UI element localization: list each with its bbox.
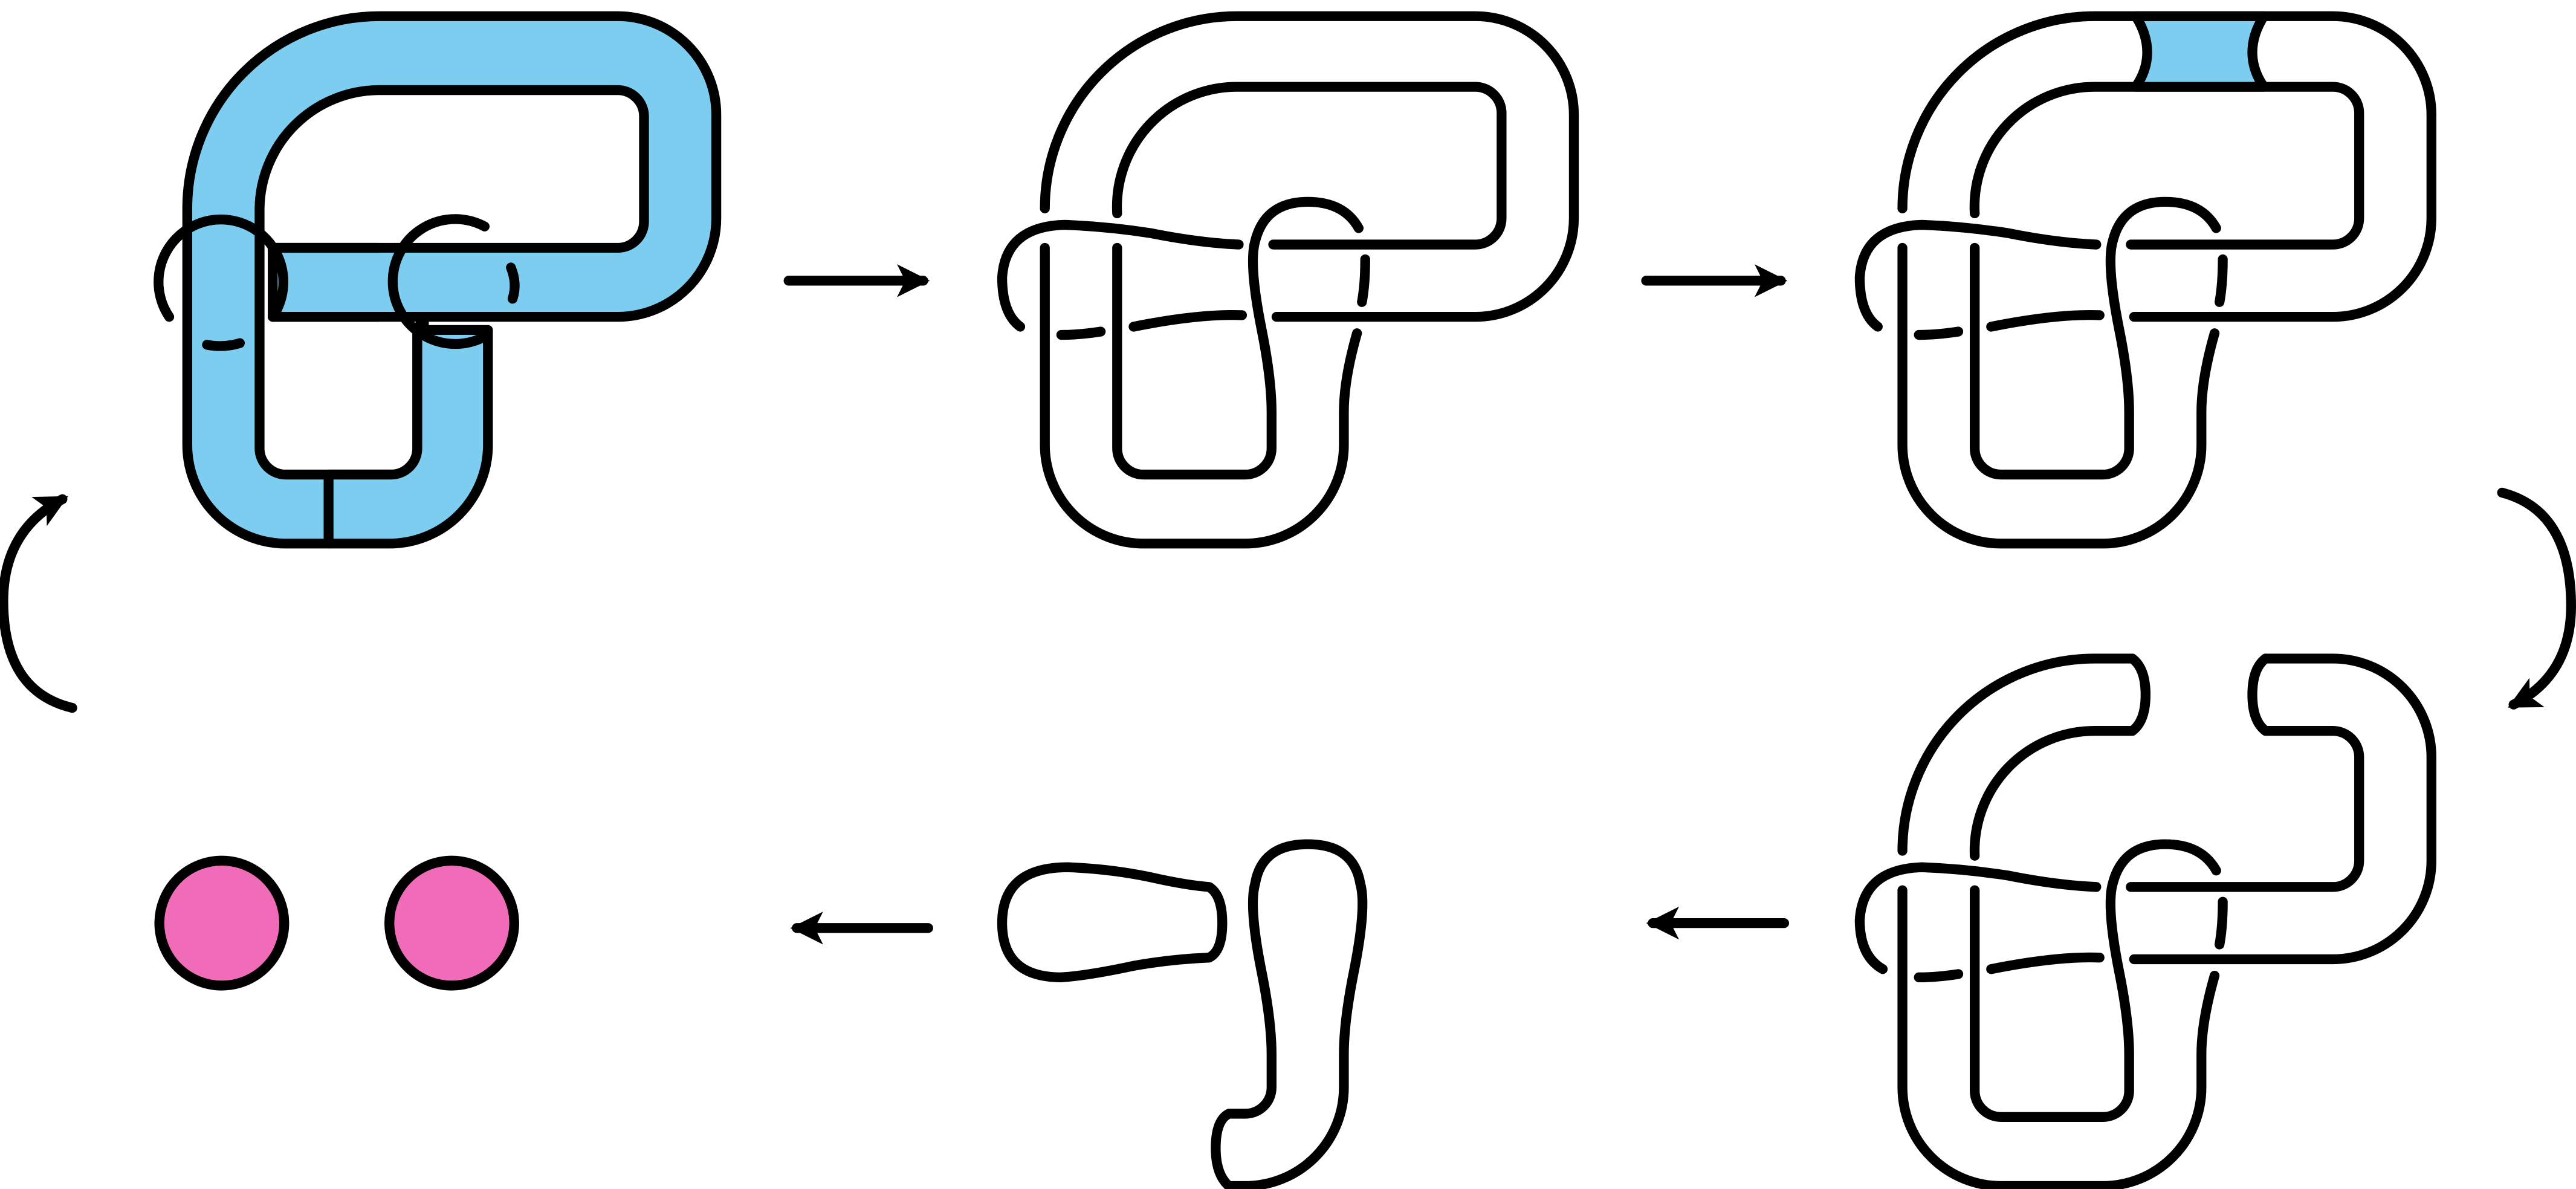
left-cap xyxy=(997,219,1244,332)
under-pass-right xyxy=(1128,309,1248,332)
panel-step-6 xyxy=(154,855,519,991)
under-pass-left xyxy=(1914,326,1964,340)
right-crossing-mark xyxy=(2215,896,2228,950)
left-cap xyxy=(1854,219,2102,332)
link-component-right xyxy=(387,214,490,349)
right-crossing-mark xyxy=(2215,254,2228,307)
disk-left xyxy=(154,855,290,991)
inner-loop-top xyxy=(1969,82,2364,250)
blue-band-lower-right xyxy=(323,325,493,549)
panel-step-5 xyxy=(997,839,1368,1189)
panel-step-2 xyxy=(997,11,1579,549)
under-pass-left xyxy=(1056,326,1106,340)
panel-step-3 xyxy=(1854,11,2436,549)
left-tube-outer xyxy=(1040,242,1362,549)
left-cap xyxy=(1854,862,2102,974)
left-tube-outer xyxy=(1897,242,2220,549)
blue-cut-strip xyxy=(2131,11,2269,92)
component-horizontal xyxy=(997,862,1228,982)
disk-right xyxy=(384,855,519,991)
component-vertical xyxy=(1211,839,1368,1189)
left-tube-inner xyxy=(1112,196,1364,480)
link-crossing-mark-right xyxy=(506,262,520,304)
under-pass-right xyxy=(1986,952,2105,974)
process-arrows xyxy=(0,264,2576,945)
link-component-left xyxy=(154,215,289,322)
under-pass-left xyxy=(1914,969,1964,982)
panel-step-4 xyxy=(1854,653,2436,1189)
right-piece-inner xyxy=(2126,653,2364,892)
right-piece-outer xyxy=(2129,653,2436,965)
link-crossing-mark-left xyxy=(202,338,245,351)
outer-loop-top xyxy=(1897,11,2436,322)
left-piece-outer xyxy=(1897,653,2151,861)
right-crossing-mark xyxy=(1357,254,1370,307)
left-tube-inner xyxy=(1970,839,2221,1123)
outer-loop-top xyxy=(1040,11,1579,322)
inner-loop-top xyxy=(1112,82,1507,250)
left-tube-inner xyxy=(1970,196,2221,480)
under-pass-right xyxy=(1986,309,2105,332)
arrow-step3-to-step4 xyxy=(2497,487,2576,710)
panel-step-1 xyxy=(154,11,722,549)
left-tube-outer xyxy=(1897,885,2220,1189)
arrow-step6-to-step1 xyxy=(0,494,77,713)
